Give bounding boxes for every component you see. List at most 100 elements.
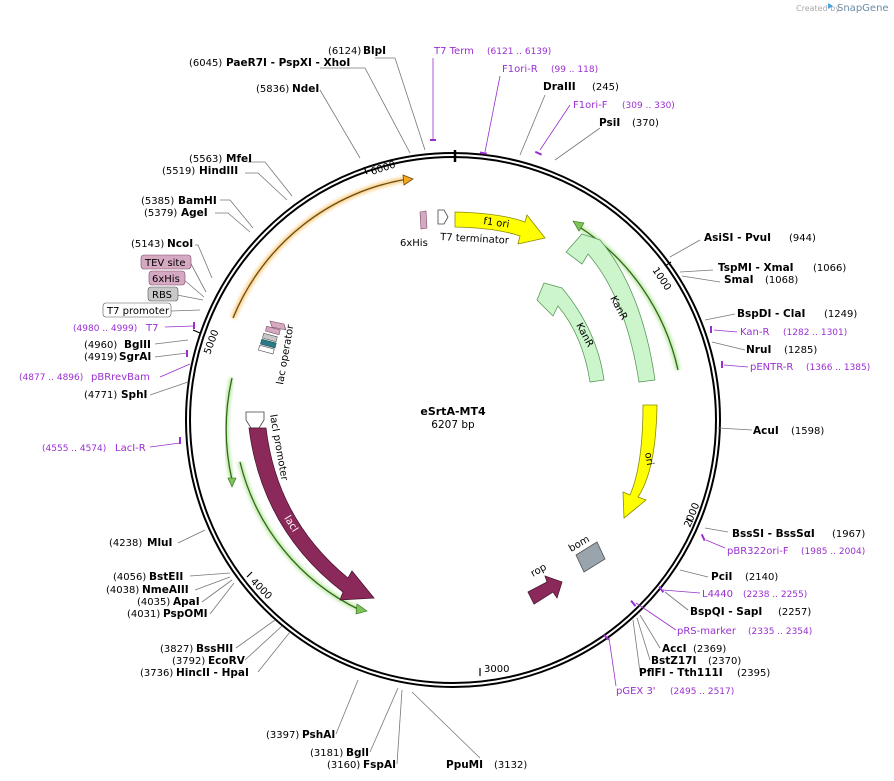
site-xhoi-pos: (6045) bbox=[189, 58, 222, 69]
leader-prs-marker bbox=[635, 602, 677, 631]
leader-pbrrevbam bbox=[159, 363, 191, 378]
primer-labels: T7 Term (6121 .. 6139) F1ori-R (99 .. 11… bbox=[19, 46, 870, 697]
site-mlui-name: MluI bbox=[147, 537, 172, 549]
primer-kan-r-range: (1282 .. 1301) bbox=[783, 328, 847, 338]
leader-6xhis bbox=[182, 278, 205, 298]
t7-terminator-label: T7 terminator bbox=[439, 232, 510, 247]
primer-leaders bbox=[149, 58, 749, 687]
site-psii-pos: (370) bbox=[632, 118, 659, 129]
primer-f1ori-f-name: F1ori-F bbox=[573, 100, 608, 111]
site-bspqi-name: BspQI - SapI bbox=[690, 606, 762, 618]
leader-pbr322ori-f bbox=[705, 539, 726, 549]
ori-label: ori bbox=[642, 452, 655, 467]
primer-pentr-r-range: (1366 .. 1385) bbox=[806, 363, 870, 373]
site-apai-name: ApaI bbox=[173, 596, 200, 608]
mark-t7 bbox=[193, 322, 195, 329]
primer-pbrrevbam-name: pBRrevBam bbox=[91, 372, 150, 383]
site-bglii-pos: (4960) bbox=[84, 340, 117, 351]
leader-f1ori-f bbox=[539, 104, 571, 151]
t7-promoter-box bbox=[102, 302, 172, 318]
orange-arc-head bbox=[402, 174, 414, 186]
rop-feature bbox=[527, 575, 563, 605]
site-bgli-name: BglI bbox=[346, 747, 369, 759]
site-clai-pos: (1249) bbox=[824, 309, 857, 320]
site-acui-pos: (1598) bbox=[791, 426, 824, 437]
leader-l4440 bbox=[662, 589, 701, 594]
site-nmeaiii-pos: (4038) bbox=[106, 585, 139, 596]
leader-blpi bbox=[375, 57, 426, 151]
snapgene-icon bbox=[828, 3, 833, 9]
his6-top-feature bbox=[419, 210, 428, 230]
rbs-box bbox=[147, 286, 179, 302]
t7-terminator-feature bbox=[437, 209, 449, 225]
site-ndei-pos: (5836) bbox=[256, 84, 289, 95]
leader-rbs bbox=[176, 294, 204, 301]
tick-3000-label: 3000 bbox=[484, 664, 509, 675]
site-fspai-pos: (3160) bbox=[327, 760, 360, 771]
primer-l4440-range: (2238 .. 2255) bbox=[743, 590, 807, 600]
site-smai-name: SmaI bbox=[724, 274, 754, 286]
primer-pentr-r-name: pENTR-R bbox=[750, 362, 793, 373]
tev-site-label: TEV site bbox=[144, 258, 186, 269]
site-acci-pos: (2369) bbox=[693, 644, 726, 655]
site-pshai-pos: (3397) bbox=[266, 730, 299, 741]
tick-4000-mark bbox=[246, 571, 253, 578]
site-hpai-pos: (3736) bbox=[140, 668, 173, 679]
site-labels: (6124) BlpI (6045) PaeR7I - PspXI - XhoI… bbox=[84, 45, 527, 771]
backbone-inner bbox=[189, 156, 717, 684]
site-fspai-name: FspAI bbox=[363, 759, 396, 771]
leader-hindiii bbox=[245, 172, 288, 201]
laci-feature bbox=[248, 427, 375, 601]
green-arc-right-head bbox=[572, 220, 585, 232]
leader-acui bbox=[717, 427, 753, 431]
site-agei-pos: (5379) bbox=[144, 208, 177, 219]
site-bsteii-pos: (4056) bbox=[113, 572, 146, 583]
primer-t7-name: T7 bbox=[145, 323, 158, 334]
site-smai-pos: (1068) bbox=[765, 275, 798, 286]
primer-laci-r-range: (4555 .. 4574) bbox=[42, 444, 106, 454]
site-draiii-name: DraIII bbox=[543, 81, 576, 93]
mark-f1ori-r bbox=[479, 151, 488, 155]
primer-t7-range: (4980 .. 4999) bbox=[73, 324, 137, 334]
his6-top-label: 6xHis bbox=[400, 238, 428, 249]
leader-bsssi bbox=[704, 527, 729, 533]
leader-sgrai bbox=[154, 352, 188, 358]
site-pcii-name: PciI bbox=[711, 571, 732, 583]
green-arc-left-head bbox=[227, 477, 237, 488]
site-sphi-name: SphI bbox=[121, 389, 147, 401]
leader-fspai bbox=[396, 689, 403, 765]
site-hindiii-name: HindIII bbox=[199, 165, 238, 177]
leader-hpai bbox=[257, 631, 291, 673]
green-arc-lower bbox=[239, 461, 361, 611]
site-bamhi-pos: (5385) bbox=[141, 196, 174, 207]
site-tspmi-name: TspMI - XmaI bbox=[718, 262, 794, 274]
bom-feature bbox=[575, 541, 606, 573]
site-bamhi-name: BamHI bbox=[178, 195, 217, 207]
leader-mlui bbox=[177, 529, 206, 544]
primer-prs-marker-range: (2335 .. 2354) bbox=[748, 627, 812, 637]
tick-1000-mark bbox=[664, 261, 672, 267]
primer-l4440-name: L4440 bbox=[702, 589, 733, 600]
mark-pbrrevbam bbox=[186, 350, 188, 357]
leader-mfei bbox=[248, 161, 293, 197]
mark-l4440 bbox=[658, 585, 665, 593]
site-bsshii-pos: (3827) bbox=[160, 644, 193, 655]
leader-laci-r bbox=[149, 442, 181, 448]
tick-5000-mark bbox=[192, 329, 201, 334]
kanr-inner-feature bbox=[536, 282, 605, 383]
boxed-features: TEV site 6xHis RBS T7 promoter bbox=[102, 254, 192, 318]
site-bsssi-name: BssSI - BssSαI bbox=[732, 528, 815, 540]
site-leaders bbox=[149, 57, 753, 765]
mark-pentr-r bbox=[721, 361, 723, 368]
primer-t7term-range: (6121 .. 6139) bbox=[487, 47, 551, 57]
primer-f1ori-r-range: (99 .. 118) bbox=[551, 65, 598, 75]
site-pspomi-name: PspOMI bbox=[163, 608, 208, 620]
site-bsteii-name: BstEII bbox=[149, 571, 183, 583]
leader-tev bbox=[189, 261, 207, 293]
site-acci-name: AccI bbox=[662, 643, 686, 655]
site-ppumi-name: PpuMI bbox=[446, 759, 483, 771]
leader-apai bbox=[201, 579, 233, 603]
leader-bspqi bbox=[664, 591, 689, 611]
site-pcii-pos: (2140) bbox=[745, 572, 778, 583]
leader-bsteii bbox=[189, 572, 231, 577]
